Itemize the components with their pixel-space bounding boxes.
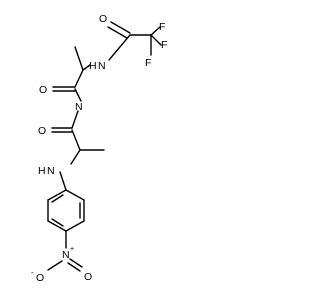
bond-cf-1 — [150, 26, 161, 36]
molecule-diagram: O F F F N H O N O H N N + O - O — [31, 13, 168, 284]
ring-bond-3 — [65, 220, 85, 232]
ring-inner-3 — [51, 194, 64, 203]
bond-co-nimide — [74, 88, 82, 102]
ring-bond-1 — [65, 189, 85, 201]
bonds — [47, 21, 162, 272]
atom-o-nitro-left: O — [36, 272, 44, 284]
nitro-o-charge: - — [31, 268, 34, 277]
bond-n-o-left — [47, 260, 63, 271]
atom-f3: F — [145, 57, 151, 69]
structure-svg: O F F F N H O N O H N N + O - O — [31, 13, 167, 284]
bond-ca2-nh — [70, 149, 81, 165]
bond-co-ca2 — [71, 129, 81, 151]
atom-n-trifluoroacetamide: N — [98, 60, 106, 72]
bond-co-tfa-2 — [107, 26, 128, 39]
atom-h-aniline: H — [38, 165, 46, 177]
atom-f1: F — [159, 21, 165, 33]
bond-nh-ca1 — [82, 64, 91, 71]
bond-n-o-right-1 — [69, 258, 83, 268]
bond-co-tfa-1 — [110, 21, 131, 34]
ring-bond-6 — [47, 189, 67, 201]
bond-n-o-right-2 — [67, 262, 81, 272]
ring-bond-4 — [47, 220, 67, 232]
bond-c-nh — [108, 34, 131, 61]
atom-n-nitro: N — [62, 249, 70, 261]
atom-o-lower-amide: O — [38, 125, 46, 137]
bond-ca1-co — [74, 69, 84, 88]
atom-n-imide: N — [75, 101, 83, 113]
atom-o-trifluoroacetyl: O — [99, 13, 107, 25]
atom-labels: O F F F N H O N O H N N + O - O — [31, 13, 167, 284]
atom-f2: F — [161, 39, 167, 51]
atom-n-aniline: N — [47, 165, 55, 177]
bond-ca1-me — [74, 46, 84, 71]
bond-nimide-co — [71, 110, 79, 129]
bond-cf-2 — [150, 34, 162, 46]
atom-o-nitro-right: O — [84, 271, 92, 283]
atom-o-upper-amide: O — [39, 84, 47, 96]
bond-nh-ring — [59, 171, 67, 191]
nitro-n-charge: + — [70, 246, 74, 253]
atom-h-trifluoroacetamide: H — [89, 60, 97, 72]
ring-inner-2 — [51, 218, 64, 227]
